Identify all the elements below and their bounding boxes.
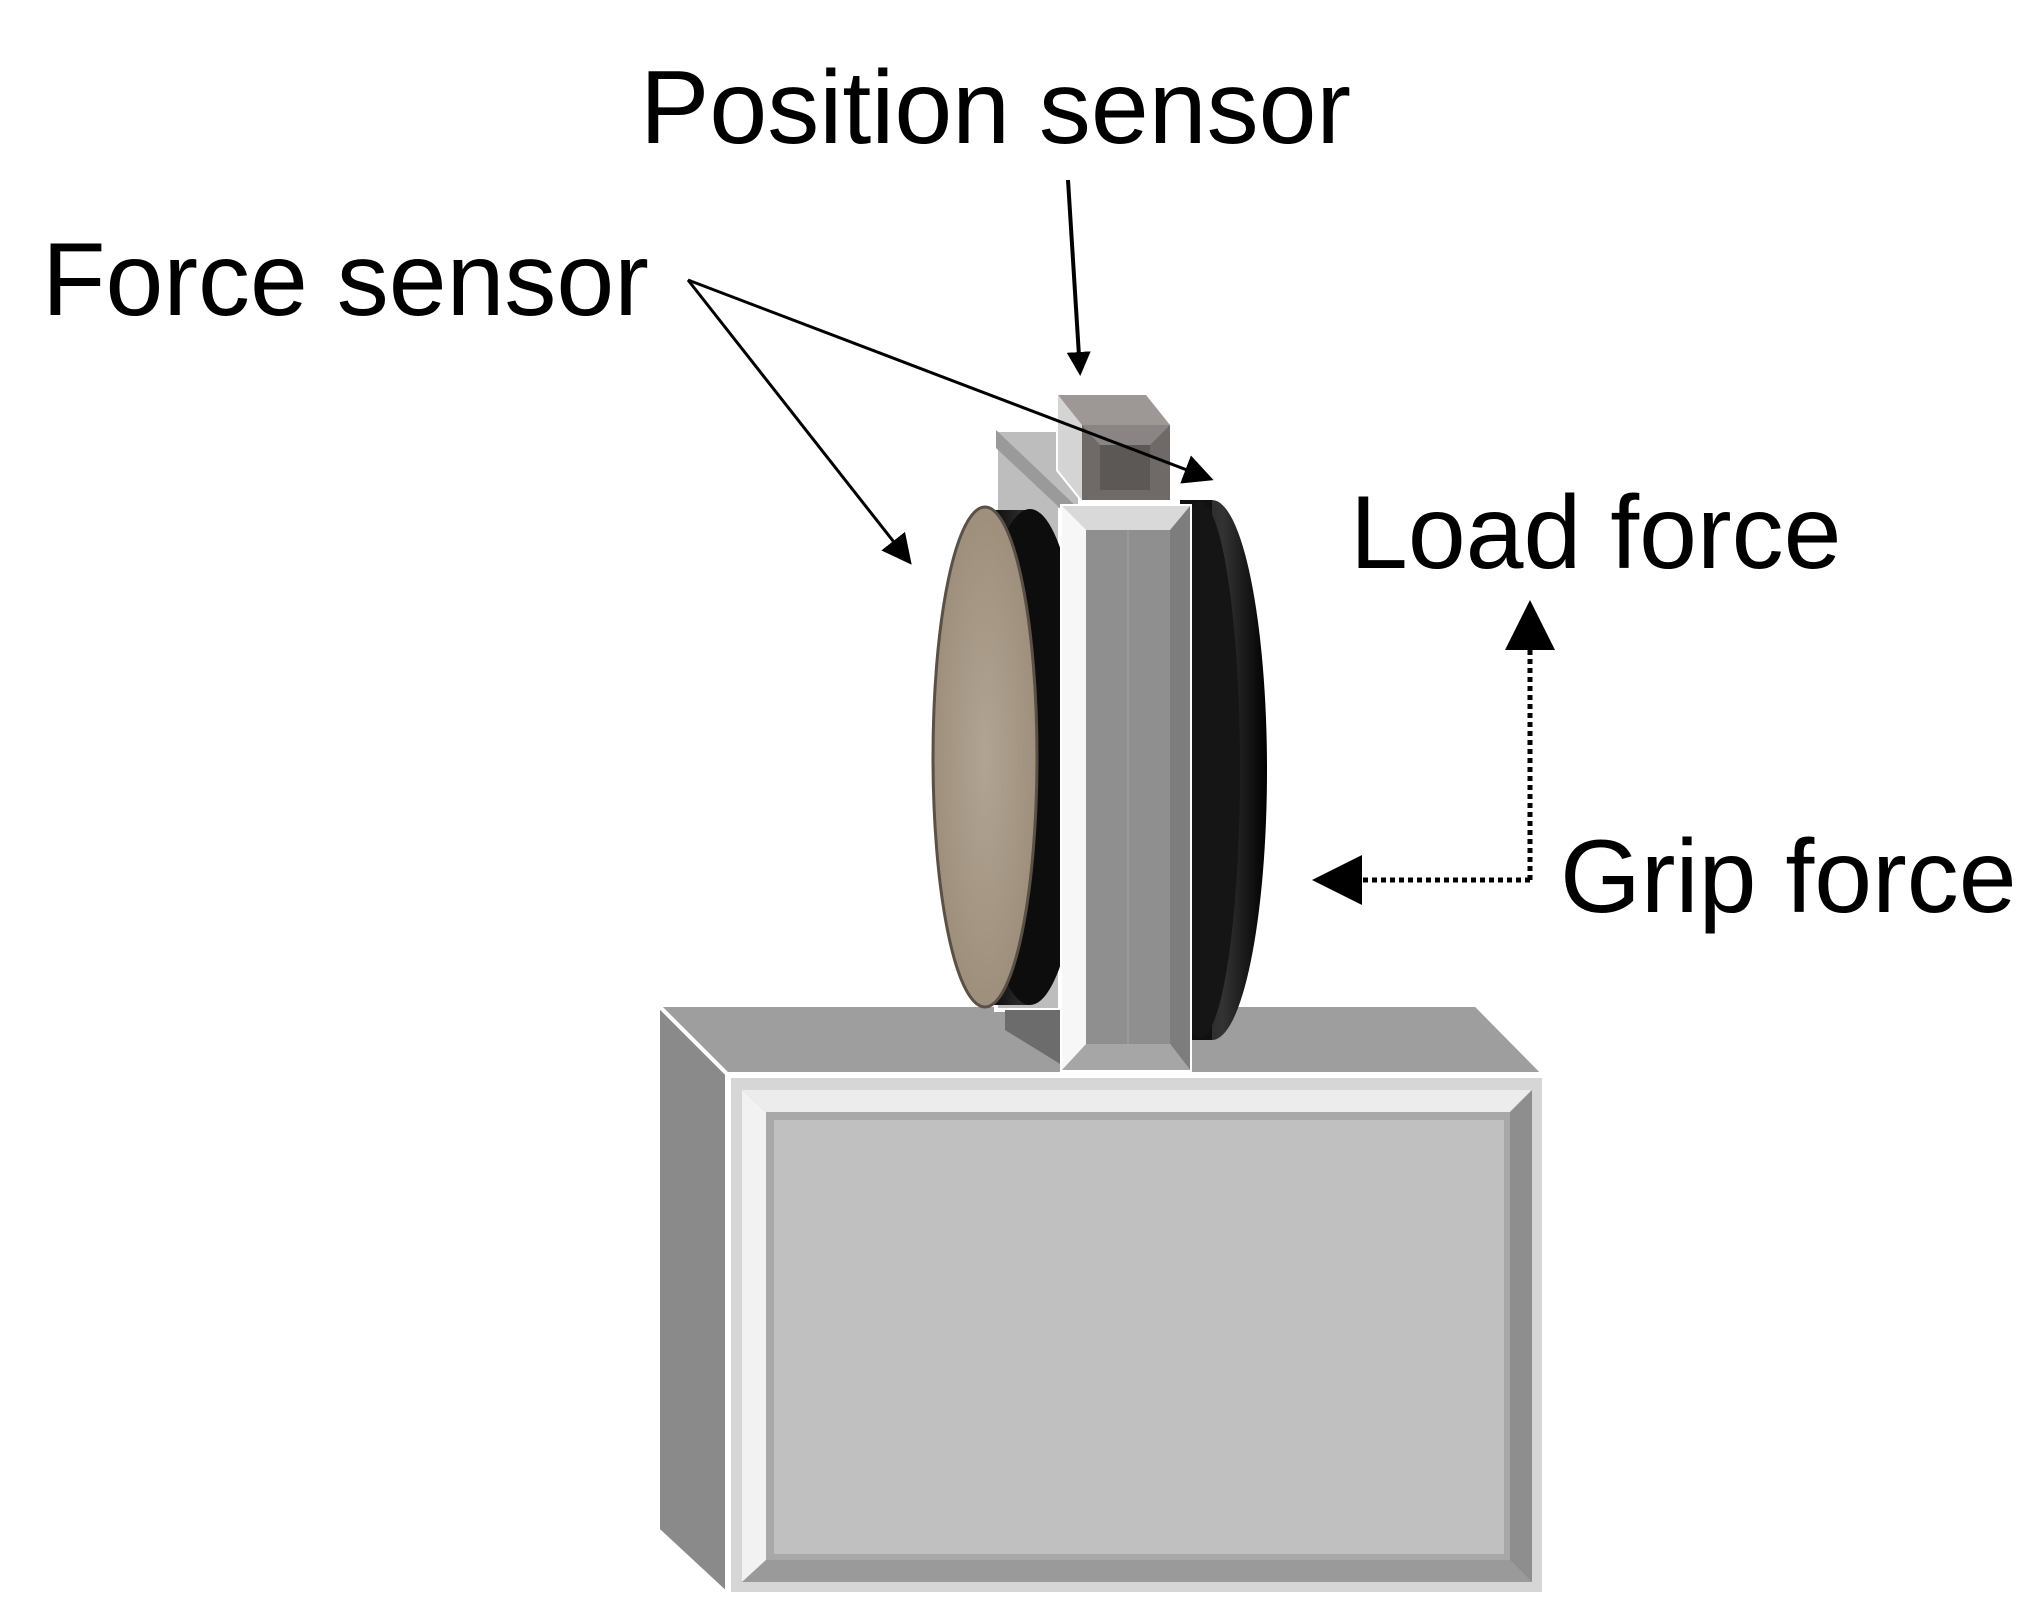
force-sensor-arrow-left — [686, 279, 912, 565]
position-sensor-arrow — [1066, 179, 1091, 376]
position-sensor-cube — [1056, 393, 1172, 502]
force-sensor-arrow-right — [687, 278, 1214, 484]
base-box — [653, 1000, 1550, 1600]
load-force-label: Load force — [1350, 475, 1841, 591]
position-sensor-label: Position sensor — [640, 50, 1351, 166]
handle-front — [1060, 504, 1192, 1072]
grip-force-label: Grip force — [1560, 819, 2017, 935]
force-sensor-disc-left — [931, 505, 1086, 1009]
force-sensor-label: Force sensor — [42, 222, 649, 338]
